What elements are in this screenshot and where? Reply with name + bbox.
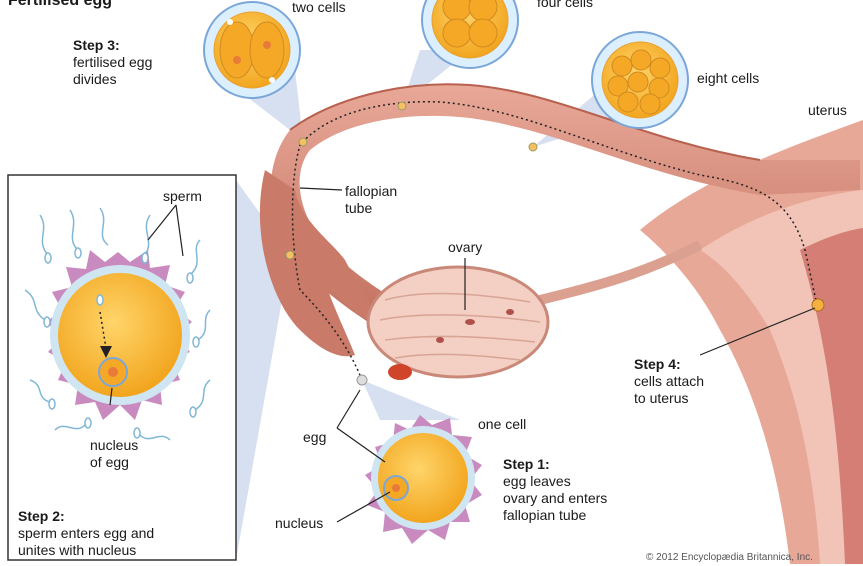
label-one-cell: one cell <box>478 416 526 433</box>
step4-label: Step 4: cells attach to uterus <box>634 356 704 407</box>
ovary-spot-3 <box>436 337 444 343</box>
ovarian-ligament <box>540 245 700 300</box>
attached-cells <box>812 299 824 311</box>
ovary-spot-2 <box>506 309 514 315</box>
step3-label: Step 3: fertilised egg divides <box>73 37 152 88</box>
copyright-notice: © 2012 Encyclopædia Britannica, Inc. <box>646 549 813 566</box>
ovary-body <box>368 267 548 377</box>
eight-cells-on-path <box>529 143 537 151</box>
one-cell-egg <box>365 415 482 544</box>
label-title: Fertilised egg <box>8 0 112 9</box>
callout-cone-one-cell <box>362 380 460 420</box>
label-two-cells: two cells <box>292 0 346 16</box>
label-eight-cells: eight cells <box>697 70 759 87</box>
label-fallopian-tube: fallopian tube <box>345 183 397 217</box>
step1-heading: Step 1: <box>503 456 607 473</box>
egg-on-path <box>357 375 367 385</box>
leader-fallopian <box>300 188 342 190</box>
label-nucleus-of-egg: nucleus of egg <box>90 437 138 471</box>
label-nucleus-of-egg-line1: nucleus <box>90 437 138 454</box>
leader-egg-1 <box>337 390 360 428</box>
step3-line1: fertilised egg <box>73 54 152 71</box>
label-fallopian-line2: tube <box>345 200 397 217</box>
label-ovary: ovary <box>448 239 482 256</box>
ovary-spot-1 <box>465 319 475 325</box>
eight-cells-bubble <box>592 32 688 128</box>
step2-heading: Step 2: <box>18 508 154 525</box>
label-egg: egg <box>303 429 326 446</box>
four-cells-on-path <box>398 102 406 110</box>
step4-heading: Step 4: <box>634 356 704 373</box>
step4-line1: cells attach <box>634 373 704 390</box>
ovary-follicle <box>388 364 412 380</box>
step2-line1: sperm enters egg and <box>18 525 154 542</box>
leader-egg-2 <box>337 428 385 462</box>
step1-line3: fallopian tube <box>503 507 607 524</box>
label-uterus: uterus <box>808 102 847 119</box>
two-cells-bubble <box>204 2 300 98</box>
two-cells-on-path <box>299 138 307 146</box>
step4-line2: to uterus <box>634 390 704 407</box>
label-nucleus-of-egg-line2: of egg <box>90 454 138 471</box>
step2-label: Step 2: sperm enters egg and unites with… <box>18 508 154 559</box>
zygote-on-path <box>286 251 294 259</box>
step1-line2: ovary and enters <box>503 490 607 507</box>
label-four-cells: four cells <box>537 0 593 11</box>
label-nucleus: nucleus <box>275 515 323 532</box>
step1-line1: egg leaves <box>503 473 607 490</box>
step3-line2: divides <box>73 71 152 88</box>
ovary <box>368 267 548 380</box>
step3-heading: Step 3: <box>73 37 152 54</box>
step1-label: Step 1: egg leaves ovary and enters fall… <box>503 456 607 524</box>
label-fallopian-line1: fallopian <box>345 183 397 200</box>
label-sperm: sperm <box>163 188 202 205</box>
step2-line2: unites with nucleus <box>18 542 154 559</box>
